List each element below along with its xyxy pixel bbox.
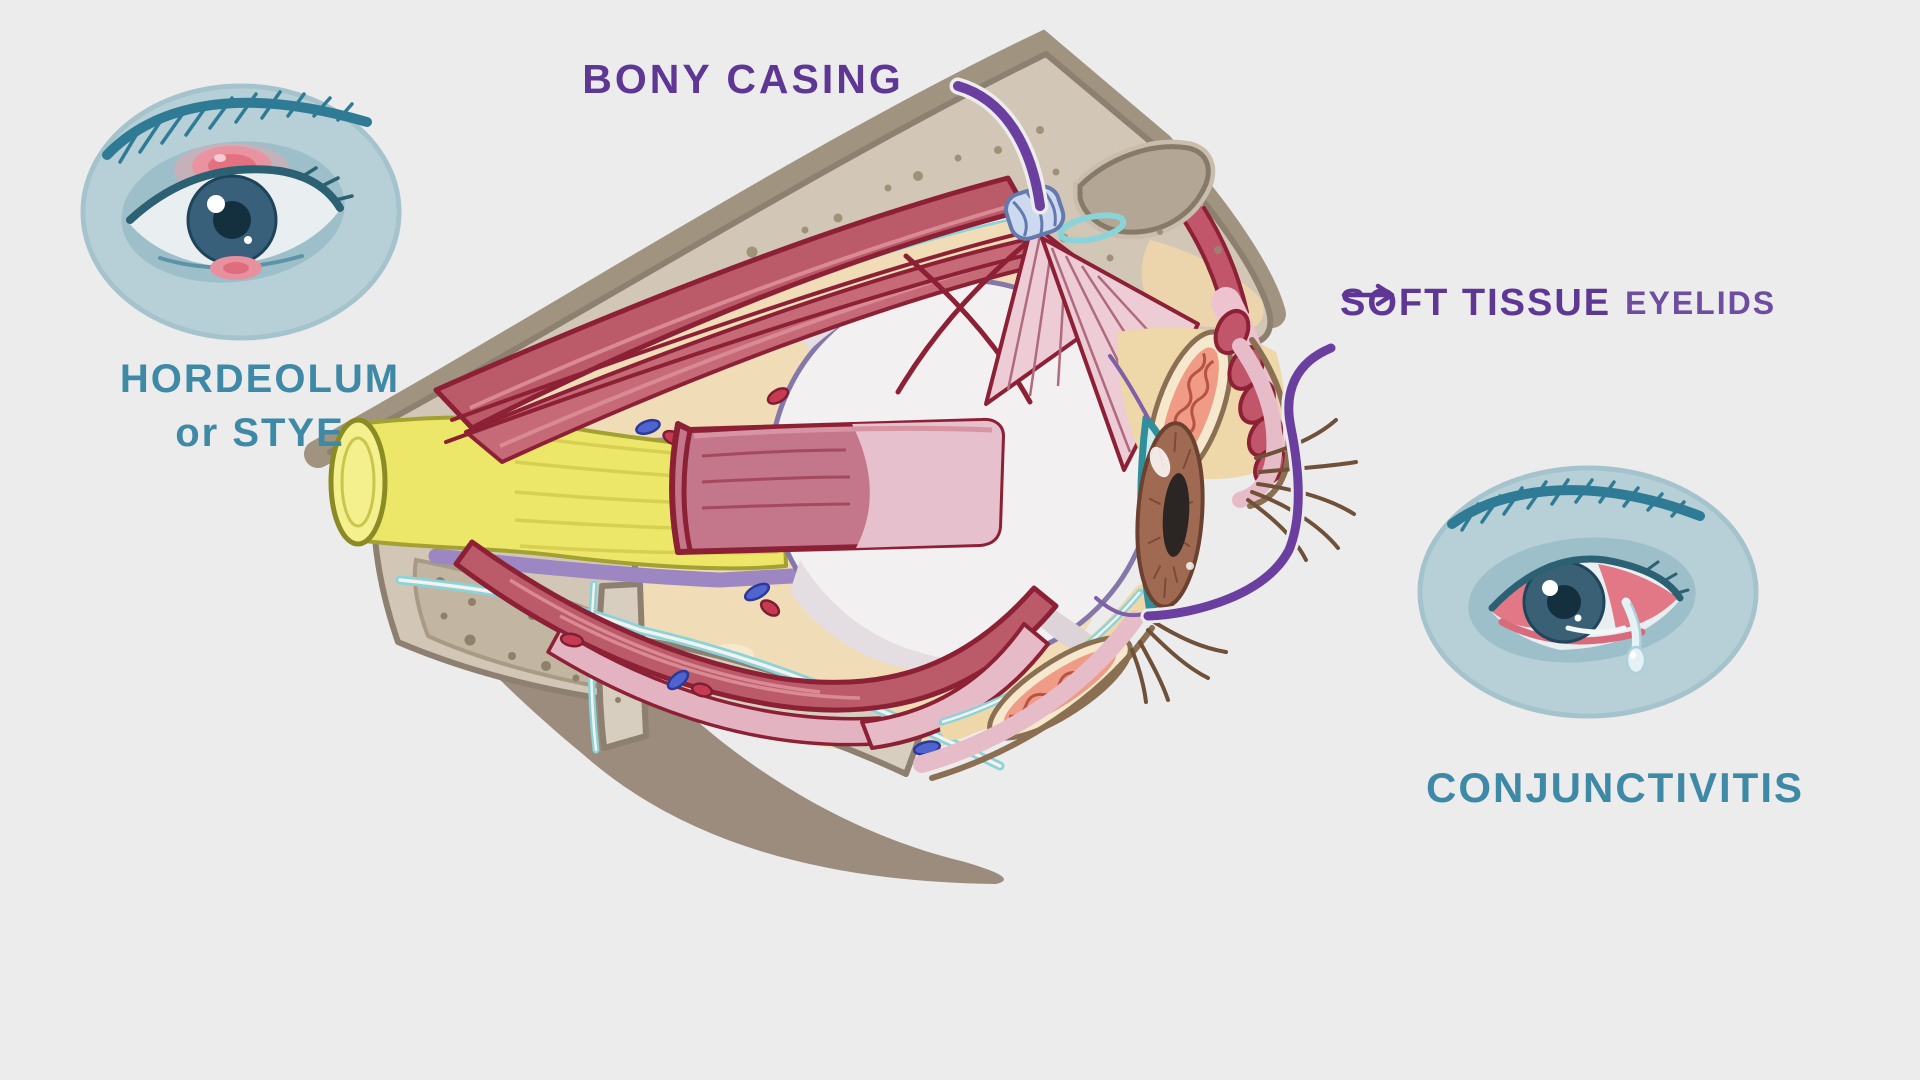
conjunctival-fold-upper bbox=[1108, 354, 1150, 420]
eyebrow-hatching bbox=[118, 90, 354, 164]
upper-eyelashes bbox=[1246, 418, 1358, 562]
annotation-pointers bbox=[949, 77, 1339, 624]
lower-lid-skin bbox=[913, 611, 1143, 773]
anterior-eye bbox=[1108, 354, 1205, 616]
iris-glint bbox=[1149, 446, 1171, 478]
cut-muscle-fold-line bbox=[681, 429, 693, 551]
tear-drop bbox=[1625, 645, 1647, 675]
cut-muscle-face bbox=[852, 420, 1002, 548]
vessel-red bbox=[690, 682, 714, 698]
tendon-lines-top bbox=[444, 228, 1036, 444]
frontal-sinus-cavity bbox=[1077, 144, 1211, 235]
vessel-red bbox=[766, 387, 790, 405]
cut-muscle-fibers bbox=[701, 448, 851, 510]
hordeolum-label-line2: or STYE bbox=[175, 411, 345, 455]
eyebrow bbox=[102, 97, 372, 160]
nerve-cut-ring bbox=[340, 436, 376, 528]
lower-stye-core bbox=[223, 262, 249, 274]
lower-eyelashes bbox=[1130, 620, 1228, 704]
bony-casing-label: BONY CASING bbox=[582, 56, 904, 102]
bony-casing-pointer bbox=[953, 81, 1045, 211]
cut-muscle-band bbox=[669, 417, 1005, 555]
tear-stream-edge bbox=[1629, 602, 1642, 650]
meibomian-gland-squiggles bbox=[1173, 352, 1215, 436]
hordeolum-label: HORDEOLUM or STYE bbox=[80, 352, 440, 460]
tear-drop-glint bbox=[1630, 651, 1636, 659]
hordeolum-inset bbox=[80, 83, 402, 341]
vessel-blue bbox=[666, 669, 690, 691]
lash-ticks bbox=[298, 166, 354, 202]
optic-nerve-cut-end bbox=[328, 417, 388, 547]
upper-lash-line bbox=[126, 165, 344, 224]
lower-lid-skin-outline bbox=[929, 625, 1155, 781]
crossing-tendons bbox=[895, 237, 1033, 405]
soft-tissue-label-row: SOFT TISSUE EYELIDS bbox=[1340, 282, 1776, 325]
tear-track-shine bbox=[1565, 625, 1627, 635]
superior-muscles bbox=[433, 175, 1038, 464]
vessel-blue bbox=[635, 418, 661, 436]
conjunctivitis-inset bbox=[1417, 465, 1759, 719]
lash-ticks bbox=[1642, 560, 1690, 596]
vessel-blue bbox=[743, 582, 771, 602]
eyebrow-hatching bbox=[1460, 478, 1686, 532]
orbit-cross-section bbox=[304, 29, 1358, 884]
arrow-right-icon bbox=[1341, 283, 1395, 307]
conjunctival-redness-lateral bbox=[1598, 564, 1678, 630]
inferior-muscles bbox=[453, 539, 1059, 750]
eyelids-label: EYELIDS bbox=[1625, 285, 1777, 321]
inferior-oblique-arm bbox=[860, 622, 1050, 750]
glint-small bbox=[244, 236, 252, 244]
lower-eyelid bbox=[913, 584, 1228, 781]
iris-glint-small bbox=[1186, 562, 1194, 570]
stye-glint bbox=[214, 154, 226, 162]
pupil bbox=[1162, 473, 1190, 557]
tendon-loop bbox=[1057, 212, 1127, 244]
conjunctivitis-label: CONJUNCTIVITIS bbox=[1425, 764, 1805, 811]
sclera-shadow-bottom bbox=[790, 560, 1012, 673]
vessel-red bbox=[559, 632, 585, 648]
vessel-red bbox=[759, 599, 781, 617]
pupil-inset bbox=[213, 201, 251, 239]
glint-large bbox=[207, 195, 225, 213]
cut-muscle-highlight bbox=[693, 425, 993, 439]
glint-large bbox=[1542, 580, 1558, 596]
muscle-highlights-bottom bbox=[509, 578, 861, 700]
hordeolum-label-line1: HORDEOLUM bbox=[119, 357, 401, 401]
soft-tissue-pointer bbox=[1143, 343, 1336, 621]
glint-small bbox=[1574, 614, 1582, 622]
tear-stream bbox=[1621, 597, 1641, 653]
